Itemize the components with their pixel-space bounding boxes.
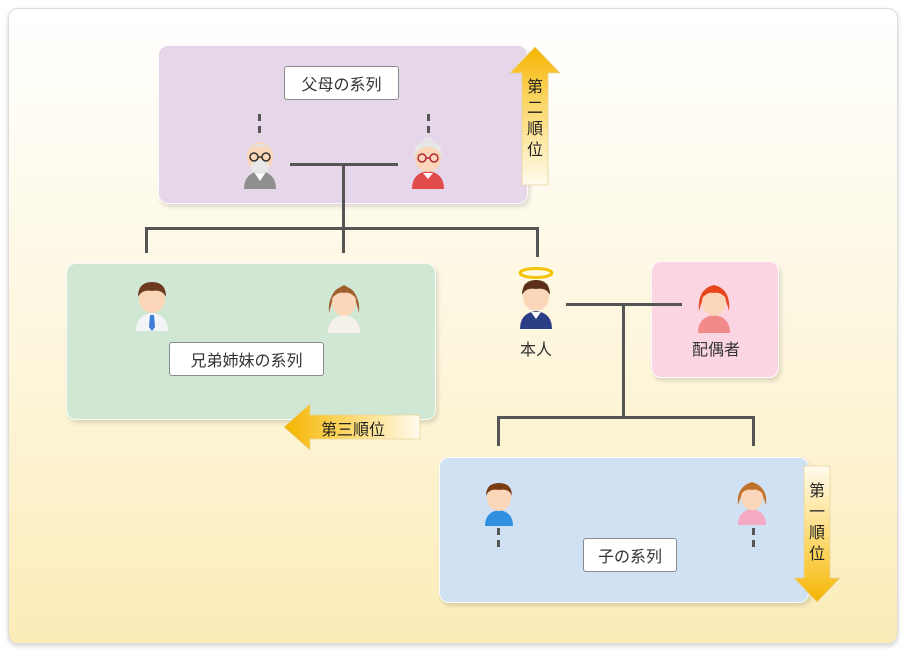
brother-icon (136, 282, 168, 331)
first-rank-arrow (793, 465, 841, 603)
self-angel-icon (518, 267, 554, 329)
grandmother-dash-line (427, 114, 430, 138)
first-rank-label: 第一順位 (808, 481, 825, 563)
sibling-mid-drop-line (342, 227, 345, 253)
siblings-group-box (66, 263, 436, 420)
third-rank-arrow (283, 403, 421, 451)
child-right-drop-line (752, 416, 755, 446)
third-rank-label: 第三順位 (321, 420, 386, 439)
children-group-label: 子の系列 (583, 538, 677, 572)
spouse-icon (698, 285, 730, 333)
son-dash-line (497, 528, 500, 552)
grandfather-dash-line (258, 114, 261, 138)
siblings-group-label: 兄弟姉妹の系列 (169, 342, 324, 376)
sibling-left-drop-line (145, 227, 148, 253)
self-label: 本人 (519, 340, 552, 359)
daughter-icon (737, 482, 767, 525)
grandfather-icon (244, 142, 276, 189)
son-icon (485, 483, 513, 526)
parents-descent-line (342, 163, 345, 229)
children-group-box (439, 457, 809, 603)
second-rank-arrow (509, 46, 561, 186)
self-drop-line (536, 227, 539, 257)
daughter-dash-line (752, 528, 755, 552)
children-bar-line (497, 416, 755, 419)
second-rank-label: 第二順位 (526, 77, 543, 159)
sister-icon (328, 285, 360, 333)
child-left-drop-line (497, 416, 500, 446)
grandmother-icon (412, 137, 444, 189)
parents-group-label: 父母の系列 (284, 66, 399, 100)
children-descent-line (622, 303, 625, 417)
spouse-label: 配偶者 (691, 340, 740, 359)
